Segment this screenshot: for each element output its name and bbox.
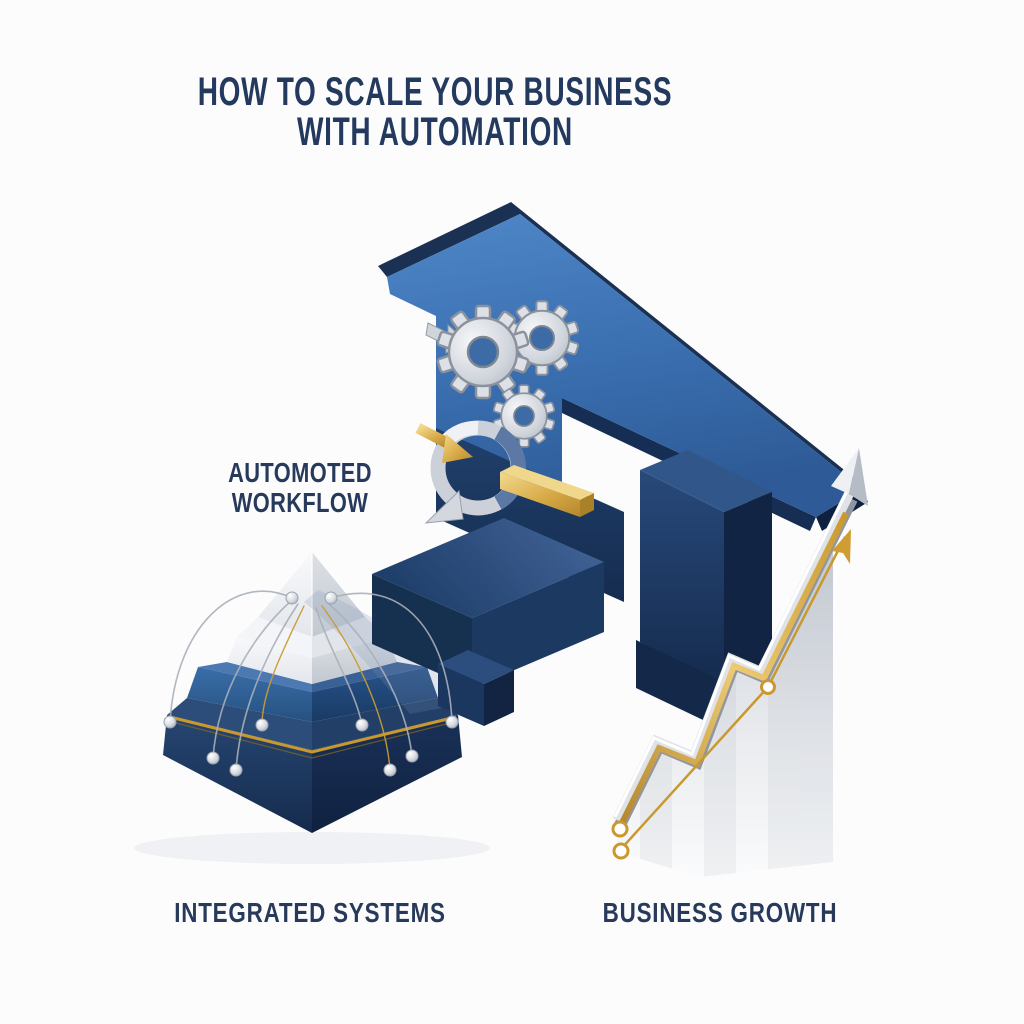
chart-node xyxy=(760,679,776,695)
gold-trend-line xyxy=(617,511,849,829)
title-line-2: WITH AUTOMATION xyxy=(297,110,573,154)
sync-arrows-icon xyxy=(415,420,594,524)
silver-arrowhead-icon xyxy=(424,489,464,524)
network-node-icon xyxy=(255,718,269,732)
network-node-icon xyxy=(383,763,397,777)
gear-cluster xyxy=(425,300,580,448)
network-nodes xyxy=(163,591,459,777)
workflow-label-line-1: AUTOMOTED xyxy=(228,457,372,488)
workflow-label-line-2: WORKFLOW xyxy=(231,487,369,518)
network-node-icon xyxy=(405,749,419,763)
label-automated-workflow: AUTOMOTED WORKFLOW xyxy=(191,458,409,518)
stair-foot xyxy=(438,650,514,726)
network-node-icon xyxy=(285,591,299,605)
page-title: HOW TO SCALE YOUR BUSINESS WITH AUTOMATI… xyxy=(190,72,680,152)
staircase-blocks xyxy=(372,428,772,730)
network-arcs xyxy=(163,590,459,777)
network-node-icon xyxy=(445,715,459,729)
growth-arrow-icon xyxy=(831,448,868,506)
network-node-icon xyxy=(355,718,369,732)
automation-arrow xyxy=(372,202,868,730)
gold-entry-arrow-icon xyxy=(415,423,473,463)
network-node-icon xyxy=(324,591,338,605)
gold-exit-plank xyxy=(500,465,594,517)
chart-ring-start-gold xyxy=(612,842,630,860)
pyramid-shadow xyxy=(134,832,490,864)
pyramid-layer-blue xyxy=(187,662,438,722)
gold-arrowhead-icon xyxy=(832,529,851,564)
network-node-icon xyxy=(229,763,243,777)
label-business-growth: BUSINESS GROWTH xyxy=(602,897,838,928)
network-node-icon xyxy=(206,751,220,765)
chart-ring-start-silver xyxy=(611,820,629,838)
stair-column xyxy=(636,450,772,730)
gear-large-icon xyxy=(435,304,531,400)
label-integrated-systems: INTEGRATED SYSTEMS xyxy=(174,897,446,928)
network-node-icon xyxy=(163,715,177,729)
pyramid-layer-white xyxy=(227,617,397,684)
title-line-1: HOW TO SCALE YOUR BUSINESS xyxy=(197,70,673,114)
